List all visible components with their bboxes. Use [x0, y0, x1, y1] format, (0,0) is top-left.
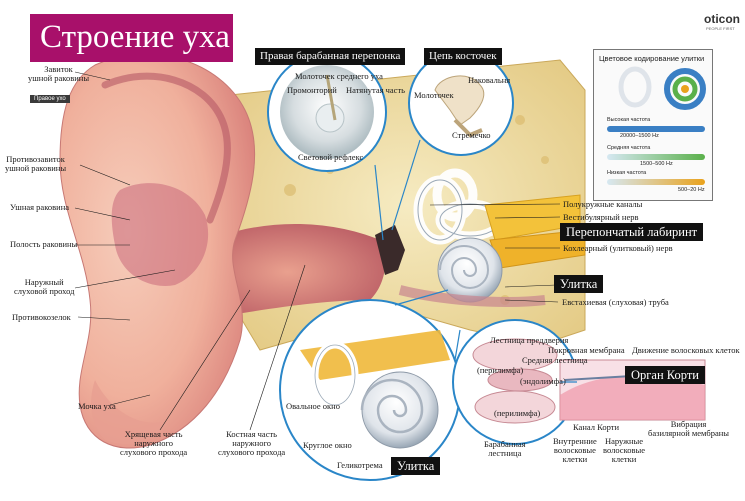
- label-external-canal: Наружный слуховой проход: [14, 277, 75, 296]
- label-antitragus: Противокозелок: [12, 312, 71, 322]
- label-perilymph-bottom: (перилимфа): [494, 408, 541, 418]
- header-cochlea-main: Улитка: [554, 275, 604, 294]
- legend-high-range: 20000–1500 Hz: [620, 133, 659, 139]
- header-labyrinth: Перепончатый лабиринт: [560, 223, 704, 242]
- label-tunnel-corti: Канал Корти: [573, 422, 619, 432]
- header-cochlea-bottom: Улитка: [391, 457, 441, 476]
- legend-low-bar: [607, 179, 705, 185]
- helix-rim: [101, 72, 231, 224]
- label-concha: Ушная раковина: [10, 202, 70, 212]
- label-inner-hair-cells: Внутренние волосковые клетки: [553, 436, 597, 464]
- legend-low-label: Низкая частота: [607, 170, 647, 176]
- label-round-window: Круглое окно: [303, 440, 352, 450]
- label-pars-tensa: Натянутая часть: [346, 85, 406, 95]
- label-outer-hair-cells: Наружные волосковые клетки: [603, 436, 646, 464]
- brand-logo: oticon: [704, 12, 740, 26]
- eustachian-tube-shape: [398, 285, 546, 307]
- label-cochlear-nerve: Кохлеарный (улитковый) нерв: [563, 243, 673, 253]
- legend-mid-bar: [607, 154, 705, 160]
- brand-tagline: PEOPLE FIRST: [706, 26, 735, 31]
- header-ossicles: Цепь косточек: [424, 48, 502, 65]
- label-stapes: Стремечко: [452, 130, 491, 140]
- header-organ-corti: Орган Корти: [625, 366, 705, 385]
- label-light-reflex: Световой рефлекс: [298, 152, 364, 162]
- legend-title: Цветовое кодирование улитки: [599, 54, 705, 63]
- label-oval-window: Овальное окно: [286, 401, 340, 411]
- label-hair-cell-motion: Движение волосковых клеток: [632, 345, 740, 355]
- legend-graphics: [618, 66, 706, 110]
- label-scala-media: Средняя лестница: [522, 355, 588, 365]
- label-antihelix: Противозавиток ушной раковины: [5, 154, 67, 173]
- concha-shadow: [111, 183, 209, 286]
- label-lobule: Мочка уха: [78, 401, 116, 411]
- label-vestibular-nerve: Вестибулярный нерв: [563, 212, 639, 222]
- legend-low-range: 500–20 Hz: [678, 187, 705, 193]
- label-promontory: Промонторий: [287, 85, 337, 95]
- title-banner: [30, 14, 233, 62]
- label-helix: Завиток ушной раковины: [28, 64, 90, 83]
- label-eustachian-tube: Евстахиевая (слуховая) труба: [562, 297, 669, 307]
- legend-mid-label: Средняя частота: [607, 145, 651, 151]
- label-bony-canal: Костная часть наружного слухового проход…: [218, 429, 286, 457]
- leader-lines: [74, 71, 561, 431]
- label-incus: Наковальня: [468, 75, 511, 85]
- legend-high-bar: [607, 126, 705, 132]
- label-endolymph: (эндолимфа): [520, 376, 566, 386]
- side-tag: Правое ухо: [30, 95, 70, 103]
- label-cartilage-canal: Хрящевая часть наружного слухового прохо…: [120, 429, 188, 457]
- label-tectorial-membrane: Покровная мембрана: [548, 345, 625, 355]
- lobule-shape: [91, 380, 170, 444]
- page-title: Строение уха: [40, 19, 230, 55]
- label-ossicle-malleus: Молоточек: [414, 90, 454, 100]
- header-eardrum: Правая барабанная перепонка: [255, 48, 406, 65]
- label-basilar-vibration: Вибрация базилярной мембраны: [648, 419, 730, 438]
- label-eardrum-malleus: Молоточек среднего уха: [295, 71, 383, 81]
- label-helicotrema: Геликотрема: [337, 460, 383, 470]
- label-semicircular-canals: Полукружные каналы: [563, 199, 643, 209]
- label-scala-tympani: Барабанная лестница: [484, 439, 526, 458]
- legend-mid-range: 1500–500 Hz: [640, 161, 673, 167]
- label-perilymph-top: (перилимфа): [477, 365, 524, 375]
- label-scala-vestibuli: Лестница преддверия: [490, 335, 569, 345]
- label-concha-cavity: Полость раковины: [10, 239, 78, 249]
- legend-high-label: Высокая частота: [607, 117, 651, 123]
- connector-lines: [374, 139, 577, 383]
